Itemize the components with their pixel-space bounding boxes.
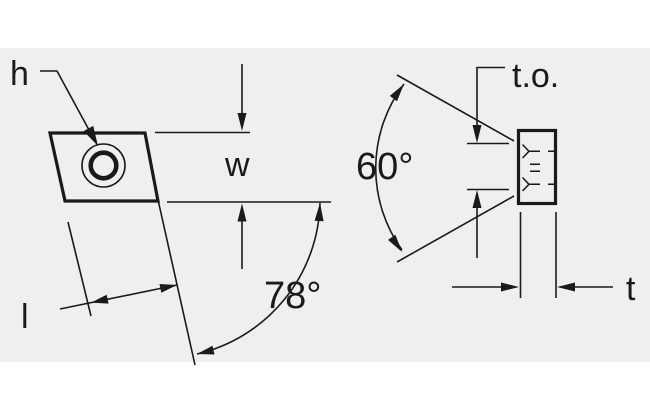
w-dimension (155, 64, 331, 269)
front-angle-label: 78° (264, 275, 322, 317)
w-label: w (225, 146, 250, 184)
lower-slant-line (396, 195, 515, 263)
side-angle-dimension (374, 83, 405, 252)
to-label: t.o. (512, 57, 560, 95)
l-dimension (59, 221, 178, 317)
h-leader (40, 70, 98, 146)
side-angle-bottom-arrowhead (388, 234, 402, 252)
side-angle-arc (374, 83, 405, 251)
l-dimension-line (59, 284, 178, 310)
side-profile-outline (516, 128, 558, 206)
h-arrowhead (83, 125, 98, 146)
hole-bore-circle (88, 150, 119, 181)
side-angle-label: 60° (356, 146, 414, 188)
to-up-arrowhead (472, 190, 482, 208)
hole-countersink-circle (81, 143, 126, 188)
t-dimension (452, 212, 613, 298)
front-angle-bottom-arrowhead (197, 345, 215, 355)
h-label: h (10, 55, 29, 93)
front-angle-arc (196, 202, 321, 355)
side-view (374, 66, 613, 298)
front-angle-dimension (196, 202, 324, 355)
h-leader-line (40, 70, 96, 142)
hidden-hole-lines (521, 143, 554, 192)
l-label: l (21, 298, 29, 336)
t-right-arrowhead (557, 282, 575, 292)
to-dimension (467, 66, 509, 258)
upper-slant-line (396, 74, 515, 142)
w-up-arrowhead (237, 203, 247, 222)
w-down-arrowhead (237, 113, 247, 131)
front-angle-top-arrowhead (314, 203, 324, 222)
l-left-arrowhead (91, 294, 109, 304)
to-leader-line (476, 66, 505, 126)
t-left-arrowhead (501, 282, 519, 292)
hidden-hole-path (521, 143, 554, 192)
to-down-arrowhead (472, 125, 482, 143)
side-angle-top-arrowhead (389, 84, 404, 102)
t-label: t (626, 270, 636, 308)
insert-outline (48, 131, 160, 203)
front-view (40, 64, 331, 366)
l-right-arrowhead (159, 284, 177, 293)
edge-extension-line (157, 201, 196, 366)
l-extension-line (67, 221, 92, 317)
